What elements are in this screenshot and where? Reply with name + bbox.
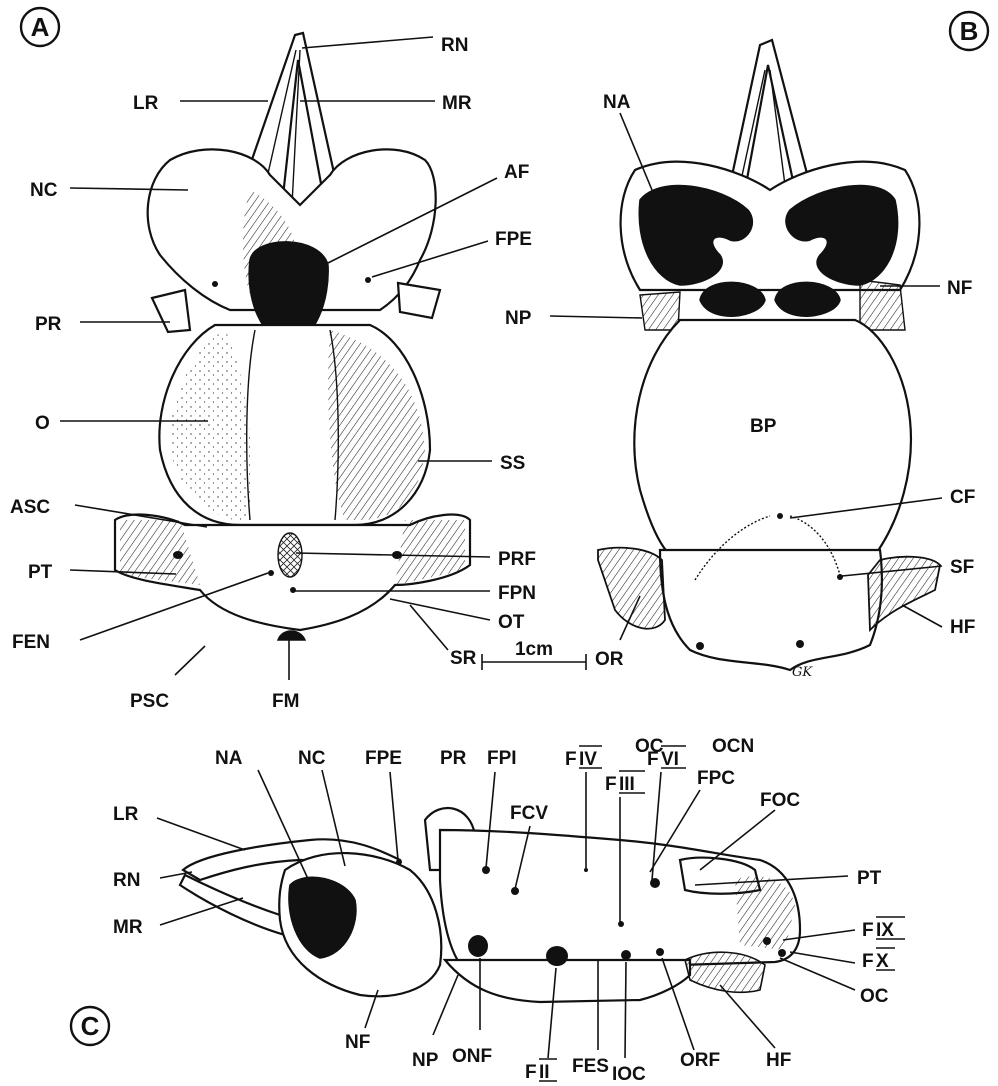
label-c-fpc: FPC [697, 768, 735, 789]
svg-text:F: F [605, 774, 617, 795]
svg-text:B: B [960, 16, 979, 46]
label-b-cf: CF [950, 487, 975, 508]
label-a-fpn: FPN [498, 583, 536, 604]
svg-text:II: II [539, 1062, 550, 1083]
svg-text:F: F [647, 749, 659, 770]
label-a-af: AF [504, 162, 529, 183]
svg-text:F: F [862, 920, 874, 941]
label-c-lr: LR [113, 804, 139, 825]
label-a-mr: MR [442, 93, 472, 114]
svg-text:III: III [619, 774, 635, 795]
label-b-or: OR [595, 649, 624, 670]
label-a-psc: PSC [130, 691, 169, 712]
label-b-nf: NF [947, 278, 972, 299]
label-a-pr: PR [35, 314, 62, 335]
label-c-f-iv: F IV [565, 746, 602, 770]
label-a-fpe: FPE [495, 229, 532, 250]
label-a-asc: ASC [10, 497, 50, 518]
svg-text:F: F [525, 1062, 537, 1083]
label-b-na: NA [603, 92, 631, 113]
label-c-foc: FOC [760, 790, 800, 811]
label-a-ss: SS [500, 453, 525, 474]
label-c-fes: FES [572, 1056, 609, 1077]
label-c-rn: RN [113, 870, 140, 891]
signature: GK [792, 665, 813, 680]
label-b-np: NP [505, 308, 532, 329]
label-a-ot: OT [498, 612, 525, 633]
label-c-f-ii: F II [525, 1059, 557, 1083]
label-a-sr: SR [450, 648, 477, 669]
label-c-fcv: FCV [510, 803, 548, 824]
label-a-nc: NC [30, 180, 58, 201]
panel-c-drawing [180, 808, 800, 1002]
label-c-f-x: F X [862, 948, 895, 972]
label-b-bp: BP [750, 416, 777, 437]
scale-bar-label: 1cm [515, 639, 553, 660]
label-a-prf: PRF [498, 549, 536, 570]
label-c-mr: MR [113, 917, 143, 938]
label-a-fen: FEN [12, 632, 50, 653]
label-c-na: NA [215, 748, 243, 769]
svg-text:F: F [565, 749, 577, 770]
panel-a-drawing [115, 33, 470, 640]
label-c-ioc: IOC [612, 1064, 646, 1085]
panel-b-drawing [598, 40, 940, 670]
label-c-fpe: FPE [365, 748, 402, 769]
label-c-fpi: FPI [487, 748, 517, 769]
label-a-rn: RN [441, 35, 468, 56]
label-c-nf: NF [345, 1032, 370, 1053]
label-a-pt: PT [28, 562, 53, 583]
label-c-f-vi: F VI [647, 746, 686, 770]
label-c-pr: PR [440, 748, 467, 769]
label-c-pt: PT [857, 868, 882, 889]
label-c-oc: OC [860, 986, 889, 1007]
scale-bar: 1cm [482, 639, 586, 670]
label-b-sf: SF [950, 557, 974, 578]
label-c-hf: HF [766, 1050, 791, 1071]
svg-text:X: X [876, 951, 889, 972]
label-c-orf: ORF [680, 1050, 720, 1071]
label-c-f-iii: F III [605, 771, 645, 795]
label-c-nc: NC [298, 748, 326, 769]
svg-text:A: A [31, 12, 50, 42]
svg-text:IV: IV [579, 749, 597, 770]
label-c-f-ix: F IX [862, 917, 905, 941]
svg-text:IX: IX [876, 920, 894, 941]
label-a-lr: LR [133, 93, 159, 114]
label-b-hf: HF [950, 617, 975, 638]
label-c-onf: ONF [452, 1046, 492, 1067]
label-a-o: O [35, 413, 50, 434]
label-ocn: OCN [712, 736, 754, 757]
svg-text:VI: VI [661, 749, 679, 770]
panel-letter-b: B [950, 12, 988, 50]
label-a-fm: FM [272, 691, 299, 712]
panel-letter-a: A [21, 8, 59, 46]
svg-text:F: F [862, 951, 874, 972]
svg-text:C: C [81, 1011, 100, 1041]
panel-letter-c: C [71, 1007, 109, 1045]
label-c-np: NP [412, 1050, 439, 1071]
